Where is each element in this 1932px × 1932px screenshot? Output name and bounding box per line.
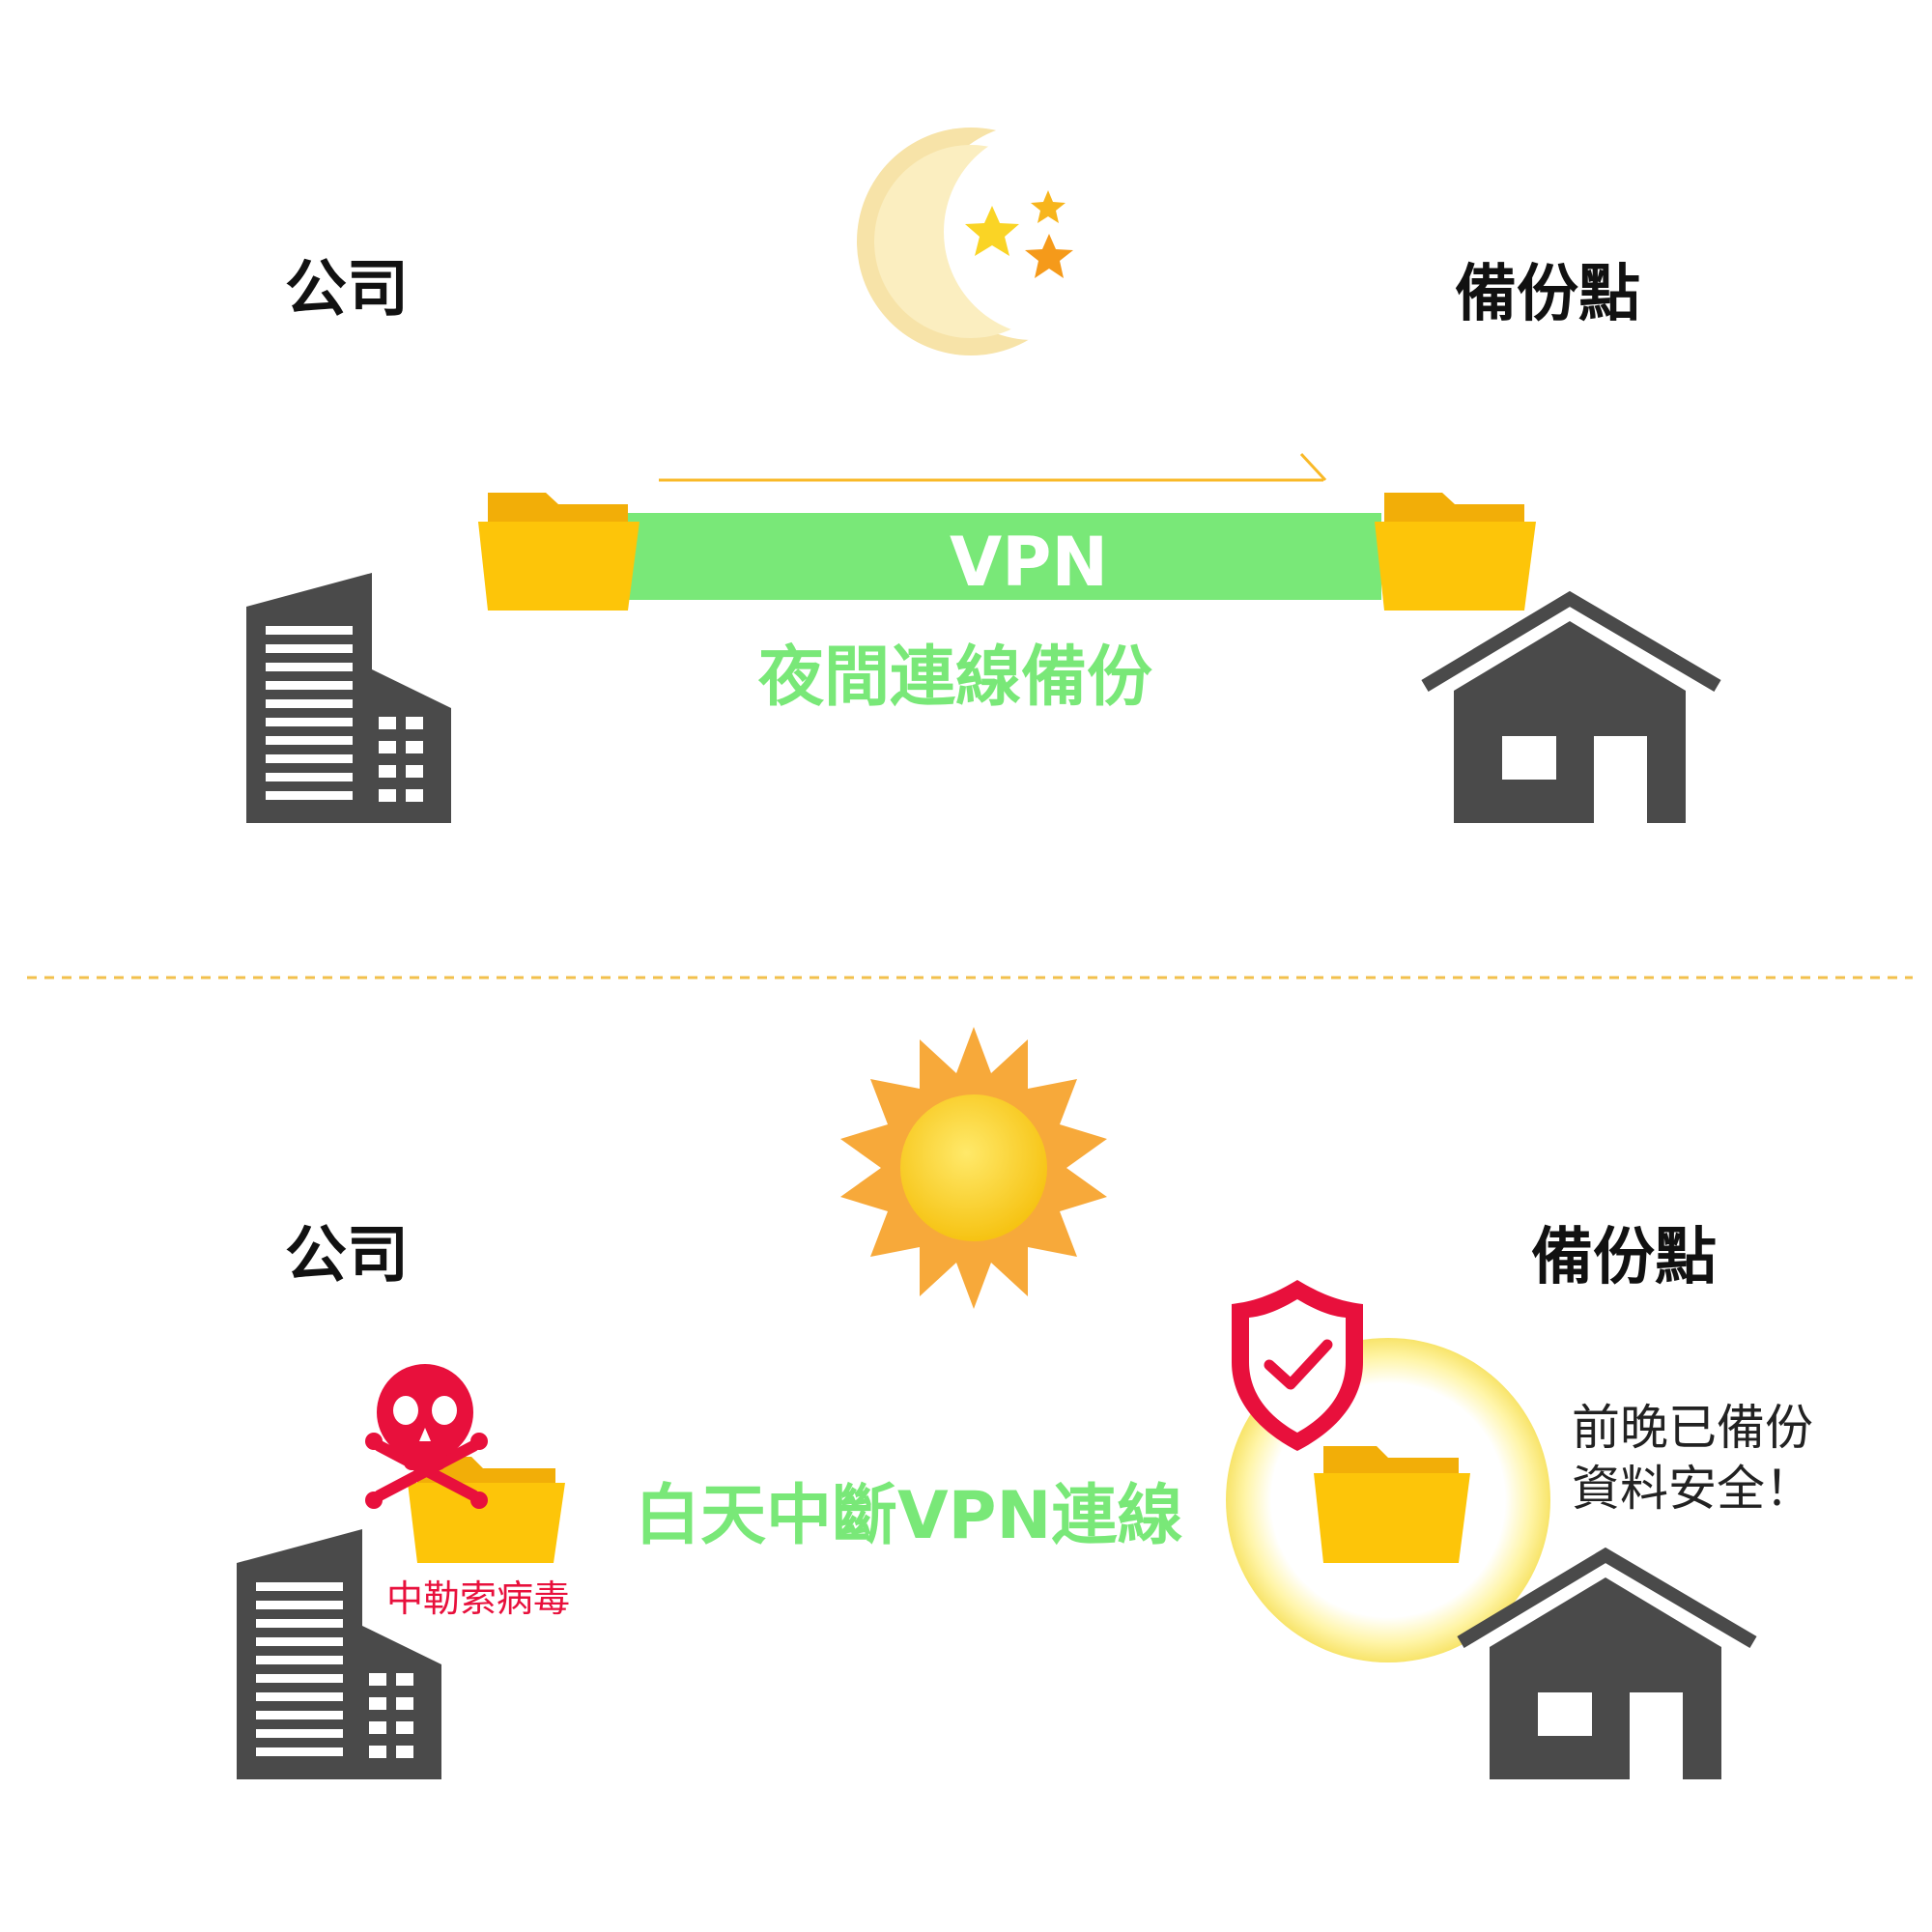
backup-label-day: 備份點 <box>1531 1222 1717 1293</box>
folder-icon <box>1375 493 1536 611</box>
house-icon <box>1421 590 1721 823</box>
skull-crossbones-icon <box>365 1364 488 1509</box>
house-icon <box>1457 1547 1757 1779</box>
arrow-right-icon <box>659 452 1327 482</box>
virus-label: 中勒索病毒 <box>386 1577 571 1620</box>
folder-icon <box>478 493 639 611</box>
night-caption: 夜間連線備份 <box>758 639 1153 716</box>
company-label-day: 公司 <box>285 1220 409 1292</box>
shield-check-icon <box>1232 1280 1363 1451</box>
company-label-night: 公司 <box>285 254 409 326</box>
office-building-icon <box>246 573 451 823</box>
day-caption: 白天中斷VPN連線 <box>635 1478 1183 1554</box>
safe-note-line2: 資料安全！ <box>1572 1460 1813 1517</box>
backup-label-night: 備份點 <box>1455 259 1640 330</box>
sun-icon <box>840 1027 1107 1309</box>
vpn-tunnel-bar <box>628 513 1381 600</box>
safe-note: 前晚已備份 資料安全！ <box>1572 1398 1813 1519</box>
vpn-label: VPN <box>950 523 1109 602</box>
safe-note-line1: 前晚已備份 <box>1572 1400 1813 1456</box>
folder-icon <box>1314 1446 1470 1563</box>
office-building-icon <box>237 1529 441 1779</box>
moon-stars-icon <box>857 124 1152 355</box>
